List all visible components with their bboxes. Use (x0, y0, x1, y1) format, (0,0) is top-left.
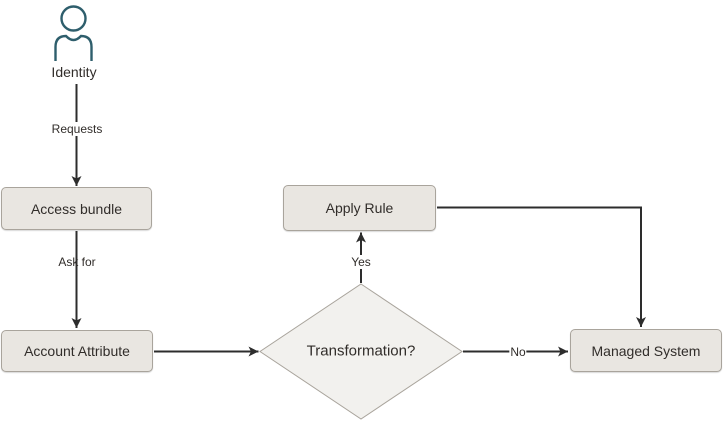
identity-person-icon (54, 5, 93, 61)
managed-system-node[interactable]: Managed System (570, 329, 722, 372)
identity-label: Identity (51, 64, 97, 80)
access-bundle-label: Access bundle (30, 200, 123, 217)
person-head (60, 5, 87, 32)
apply-rule-label: Apply Rule (325, 200, 394, 216)
account-attribute-node[interactable]: Account Attribute (1, 330, 153, 372)
edge-label-yes: Yes (350, 255, 372, 269)
access-bundle-node[interactable]: Access bundle (1, 187, 152, 230)
person-shoulders (54, 34, 93, 61)
edge-label-requests: Requests (50, 122, 104, 136)
edge-label-no: No (509, 345, 527, 359)
transformation-decision-label: Transformation? (306, 342, 416, 360)
managed-system-label: Managed System (591, 342, 701, 359)
edge-apply-rule-to-managed-system (437, 206, 646, 327)
apply-rule-node[interactable]: Apply Rule (283, 185, 436, 231)
transformation-decision-shape[interactable] (259, 283, 463, 420)
account-attribute-label: Account Attribute (24, 343, 130, 359)
edge-label-ask-for: Ask for (58, 255, 96, 269)
